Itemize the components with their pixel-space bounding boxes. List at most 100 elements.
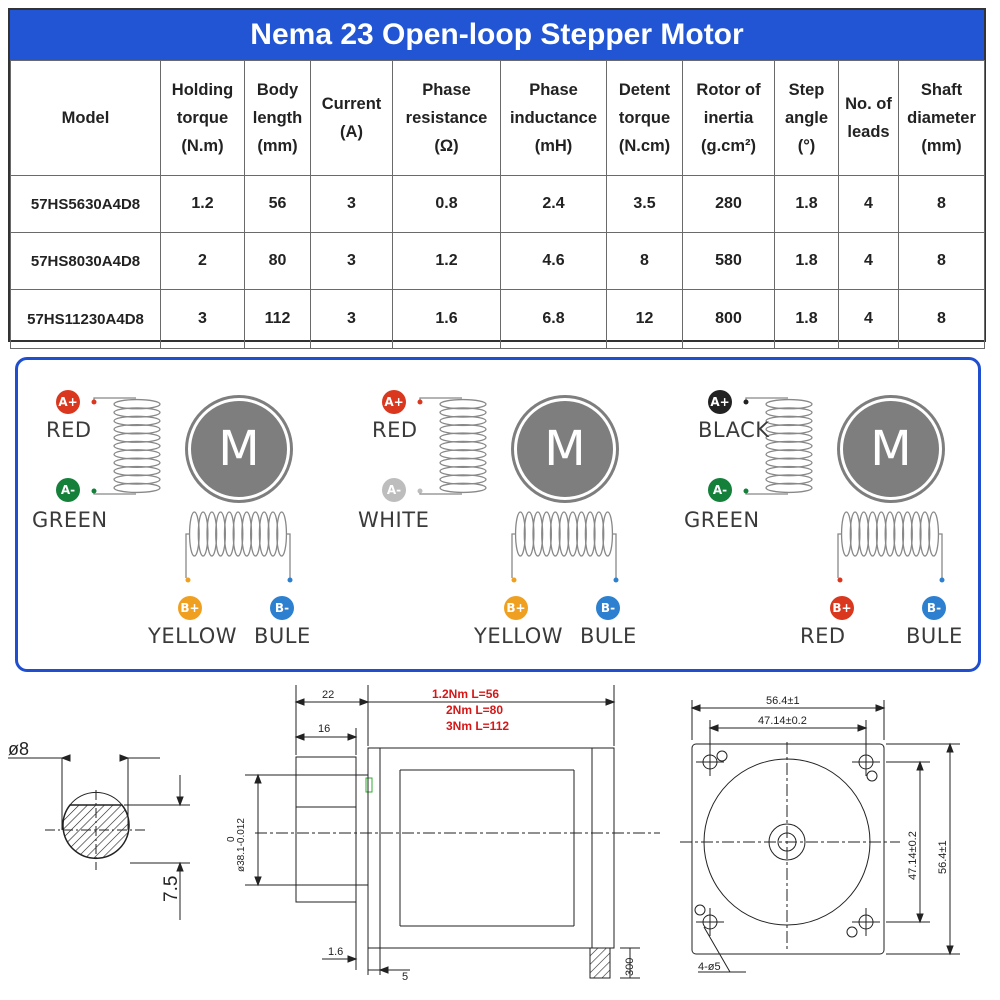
table-cell: 8	[898, 175, 985, 233]
b-minus-label: BULE	[254, 624, 311, 648]
column-header-line: (N.m)	[181, 137, 224, 155]
hole-spacing-label: 47.14±0.2	[758, 715, 807, 727]
table-cell: 3	[310, 289, 393, 349]
column-header-line: (g.cm²)	[701, 137, 756, 155]
a-minus-label: WHITE	[358, 508, 430, 532]
a-plus-label: RED	[372, 418, 418, 442]
front-view: 56.4±1 47.14±0.2 47.14±0.2 56.4±1 4-ø5	[680, 695, 960, 973]
table-cell: 580	[682, 232, 775, 290]
table-cell: 4	[838, 232, 899, 290]
table-cell: 3	[160, 289, 245, 349]
dimension-drawings: ø8 7.5	[0, 680, 1000, 1000]
column-header-line: Current	[321, 95, 382, 113]
b-plus-badge: B+	[504, 596, 528, 620]
b-minus-badge: B-	[596, 596, 620, 620]
a-plus-badge: A+	[382, 390, 406, 414]
column-header-line: Rotor of	[696, 81, 761, 99]
model-cell: 57HS5630A4D8	[10, 175, 161, 233]
wiring-diagram-3: A+ BLACK A- GREEN M B+ RED B- BULE	[670, 360, 992, 669]
flat-length-label: 16	[318, 723, 330, 735]
flat-depth-label: 7.5	[161, 876, 182, 902]
length-label-1: 1.2Nm L=56	[432, 687, 499, 701]
b-plus-badge: B+	[830, 596, 854, 620]
column-header-line: torque	[176, 109, 229, 127]
wiring-panel: A+ RED A- GREEN M B+ YELLOW B- BULE A+ R…	[15, 357, 981, 672]
a-minus-label: GREEN	[32, 508, 108, 532]
flange-width-label: 56.4±1	[766, 695, 800, 707]
a-minus-badge: A-	[708, 478, 732, 502]
table-cell: 0.8	[392, 175, 501, 233]
model-cell: 57HS8030A4D8	[10, 232, 161, 290]
table-cell: 3	[310, 232, 393, 290]
motor-icon: M	[188, 398, 290, 500]
column-header-line: Model	[61, 109, 110, 127]
column-header-line: Phase	[529, 81, 578, 99]
table-cell: 2	[160, 232, 245, 290]
column-header-line: Detent	[618, 81, 671, 99]
b-minus-badge: B-	[922, 596, 946, 620]
a-plus-label: BLACK	[698, 418, 770, 442]
hole-spacing-v-label: 47.14±0.2	[907, 831, 919, 880]
column-header-line: Step	[788, 81, 825, 99]
column-header-line: (°)	[797, 137, 816, 155]
a-plus-label: RED	[46, 418, 92, 442]
b-plus-badge: B+	[178, 596, 202, 620]
b-minus-label: BULE	[906, 624, 963, 648]
column-header-line: (mH)	[534, 137, 573, 155]
coil-graphics	[91, 397, 293, 583]
drawing-svg: ø8 7.5	[8, 685, 960, 983]
coil-graphics	[743, 397, 945, 583]
table-cell: 56	[244, 175, 311, 233]
table-cell: 6.8	[500, 289, 607, 349]
column-header-line: Phase	[422, 81, 471, 99]
motor-icon: M	[514, 398, 616, 500]
column-header-line: No. of	[845, 95, 892, 113]
table-cell: 1.6	[392, 289, 501, 349]
column-header-line: Holding	[171, 81, 234, 99]
motor-icon: M	[840, 398, 942, 500]
table-cell: 3	[310, 175, 393, 233]
b-minus-label: BULE	[580, 624, 637, 648]
column-header-line: length	[252, 109, 303, 127]
column-header-line: (mm)	[257, 137, 298, 155]
flange-height-label: 56.4±1	[937, 840, 949, 874]
a-plus-badge: A+	[708, 390, 732, 414]
column-header: Holding torque (N.m)	[160, 60, 245, 176]
table-cell: 1.2	[160, 175, 245, 233]
column-header-line: resistance	[405, 109, 488, 127]
length-label-3: 3Nm L=112	[446, 719, 509, 733]
column-header-line: Shaft	[920, 81, 963, 99]
table-cell: 8	[898, 232, 985, 290]
boss-height-label: 1.6	[328, 946, 343, 958]
a-plus-badge: A+	[56, 390, 80, 414]
flange-thickness-label: 5	[402, 971, 408, 983]
wiring-diagram-1: A+ RED A- GREEN M B+ YELLOW B- BULE	[18, 360, 340, 669]
a-minus-badge: A-	[56, 478, 80, 502]
spec-table: Nema 23 Open-loop Stepper Motor Model Hol…	[8, 8, 986, 349]
column-header-line: diameter	[907, 109, 976, 127]
table-cell: 2.4	[500, 175, 607, 233]
model-cell: 57HS11230A4D8	[10, 289, 161, 349]
boss-tolerance-label: 0	[226, 836, 237, 842]
side-view: 300 22 1.2Nm L=56 2Nm L=80 3Nm L=112 16 …	[226, 685, 660, 983]
a-minus-label: GREEN	[684, 508, 760, 532]
shaft-length-label: 22	[322, 689, 334, 701]
table-cell: 4	[838, 175, 899, 233]
column-header-line: (A)	[340, 123, 363, 141]
b-plus-label: YELLOW	[148, 624, 238, 648]
table-title: Nema 23 Open-loop Stepper Motor	[10, 10, 984, 60]
column-header-line: leads	[847, 123, 890, 141]
table-cell: 112	[244, 289, 311, 349]
table-cell: 1.8	[774, 232, 839, 290]
table-cell: 800	[682, 289, 775, 349]
table-cell: 1.8	[774, 175, 839, 233]
table-cell: 1.2	[392, 232, 501, 290]
column-header-line: inductance	[509, 109, 598, 127]
